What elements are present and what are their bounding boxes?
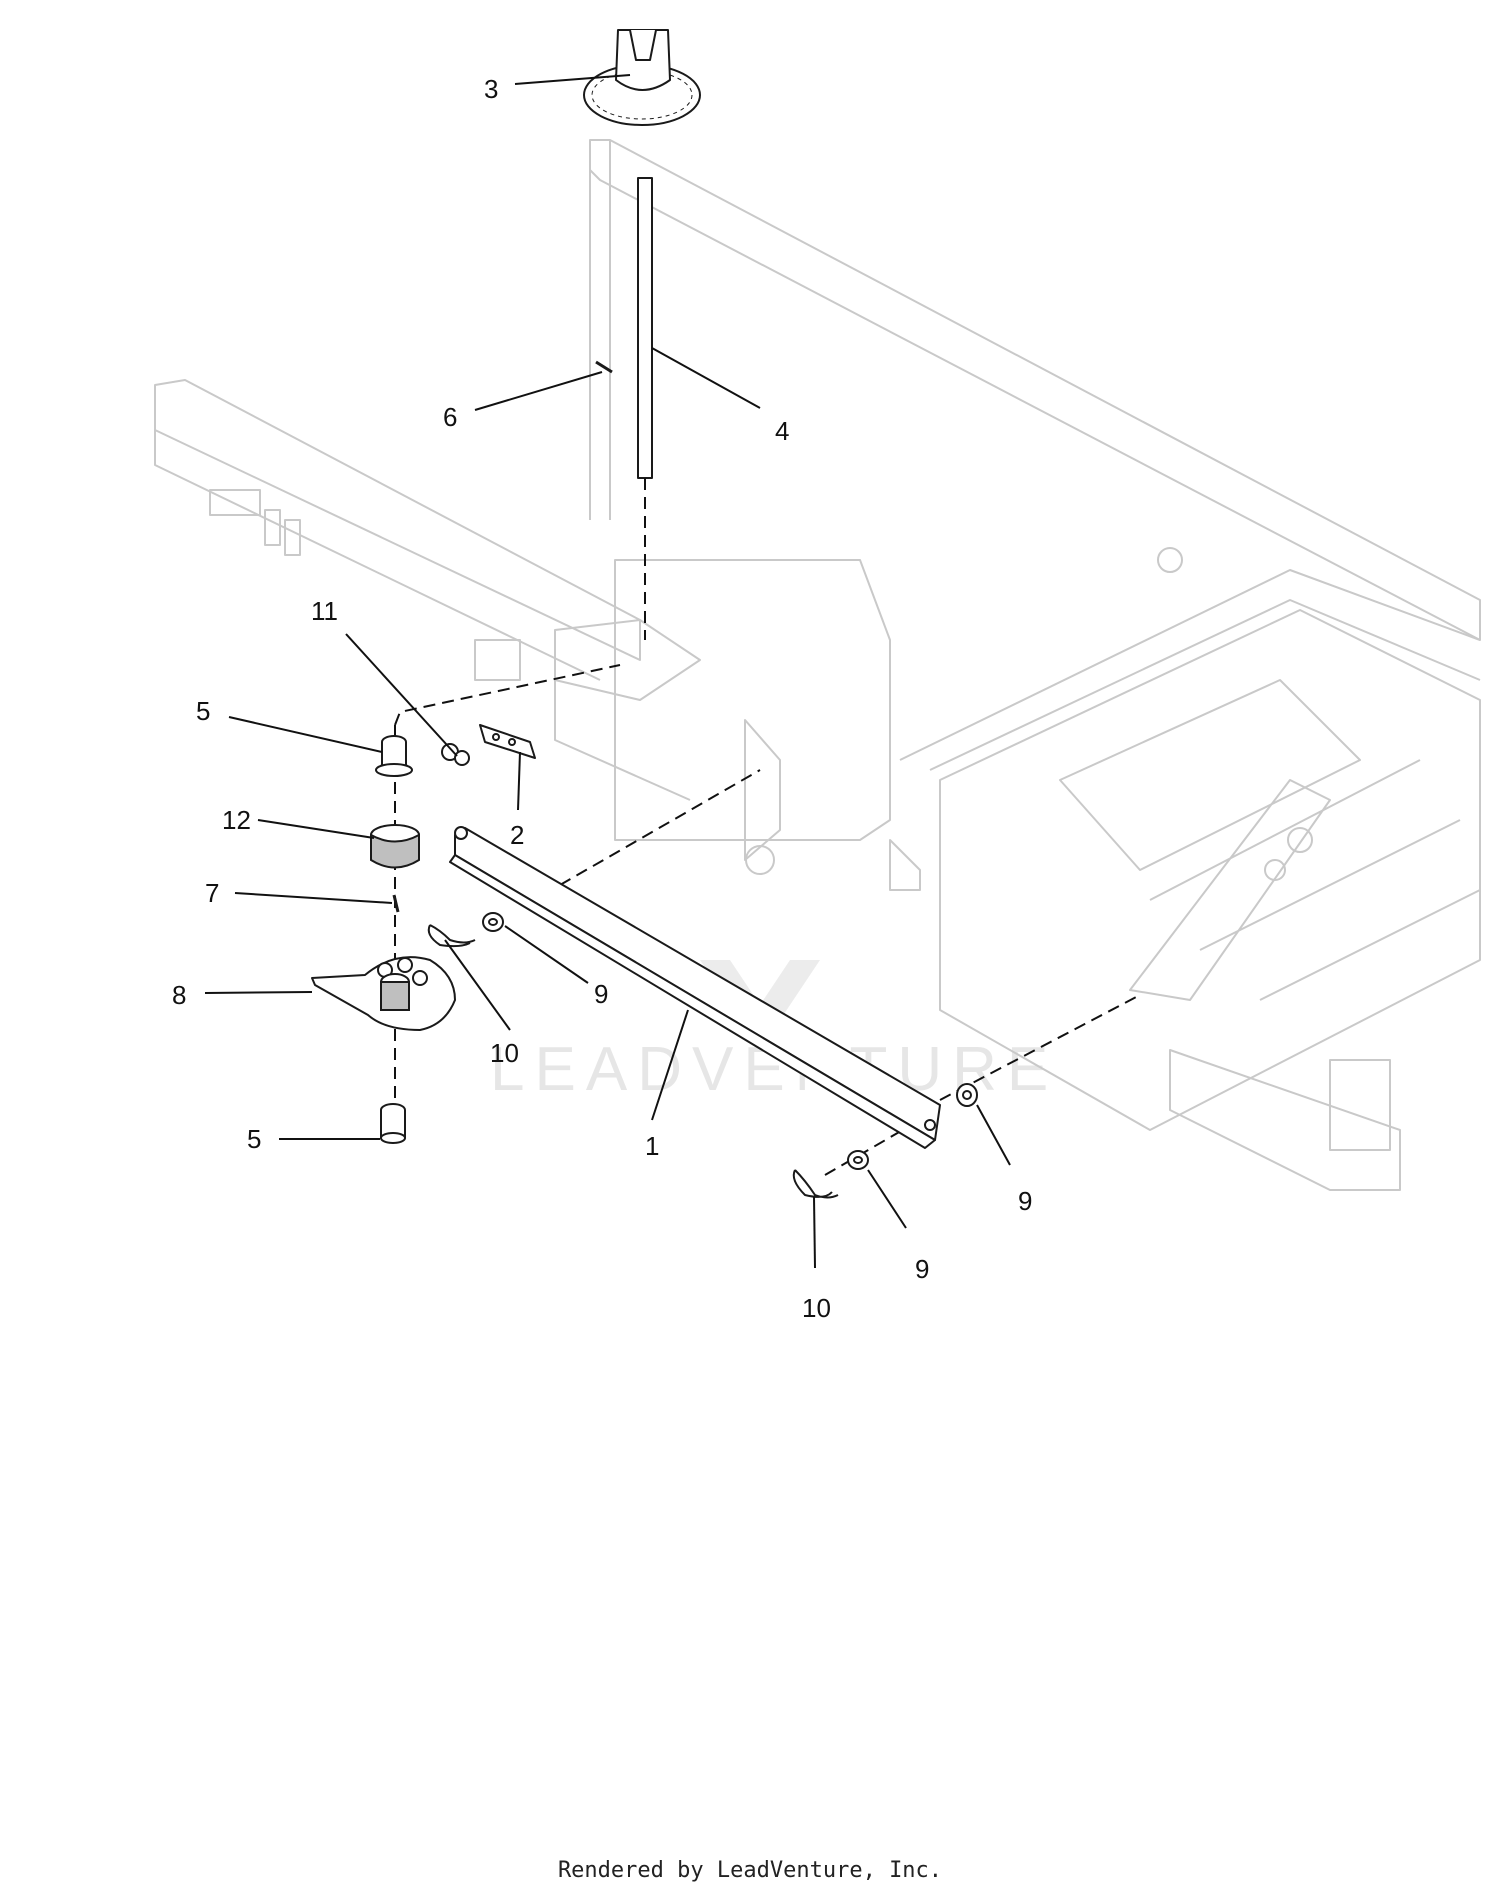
- part-6-pin: [595, 360, 613, 374]
- part-9-washer-c: [847, 1150, 869, 1170]
- callout-labels: 3 4 6 11 5 2 12 7 9 8 10 5 1 9 9 10: [172, 74, 1032, 1323]
- part-10-hairpin-a: [427, 924, 476, 948]
- callout-11: 11: [311, 596, 338, 626]
- callout-6: 6: [443, 402, 457, 432]
- callout-8: 8: [172, 980, 186, 1010]
- callout-5: 5: [196, 696, 210, 726]
- part-7-pin: [392, 894, 400, 913]
- part-5-bushing-top: [375, 735, 413, 777]
- part-10-hairpin-b: [792, 1169, 839, 1199]
- part-8-index-plate: [311, 956, 456, 1031]
- part-4-rod: [637, 177, 653, 640]
- part-3-height-knob: [583, 29, 701, 126]
- callout-9: 9: [594, 979, 608, 1009]
- callout-9: 9: [1018, 1186, 1032, 1216]
- assembly-phantom-lines: [394, 664, 1141, 1176]
- callout-10: 10: [490, 1038, 519, 1068]
- part-9-washer-b: [956, 1083, 978, 1107]
- callout-7: 7: [205, 878, 219, 908]
- callout-9: 9: [915, 1254, 929, 1284]
- part-11-clip: [441, 743, 470, 766]
- part-2-bracket: [479, 724, 536, 759]
- part-5-bushing-bottom: [380, 1103, 406, 1144]
- callout-3: 3: [484, 74, 498, 104]
- callout-12: 12: [222, 805, 251, 835]
- mower-frame: [154, 139, 1481, 1191]
- part-12-collar: [370, 824, 420, 869]
- leader-lines: [204, 74, 1011, 1269]
- callout-2: 2: [510, 820, 524, 850]
- callout-4: 4: [775, 416, 789, 446]
- part-1-link-bar: [449, 826, 941, 1149]
- callout-10: 10: [802, 1293, 831, 1323]
- callout-1: 1: [645, 1131, 659, 1161]
- part-9-washer-a: [482, 912, 504, 932]
- footer-credit: Rendered by LeadVenture, Inc.: [557, 1858, 943, 1883]
- callout-5: 5: [247, 1124, 261, 1154]
